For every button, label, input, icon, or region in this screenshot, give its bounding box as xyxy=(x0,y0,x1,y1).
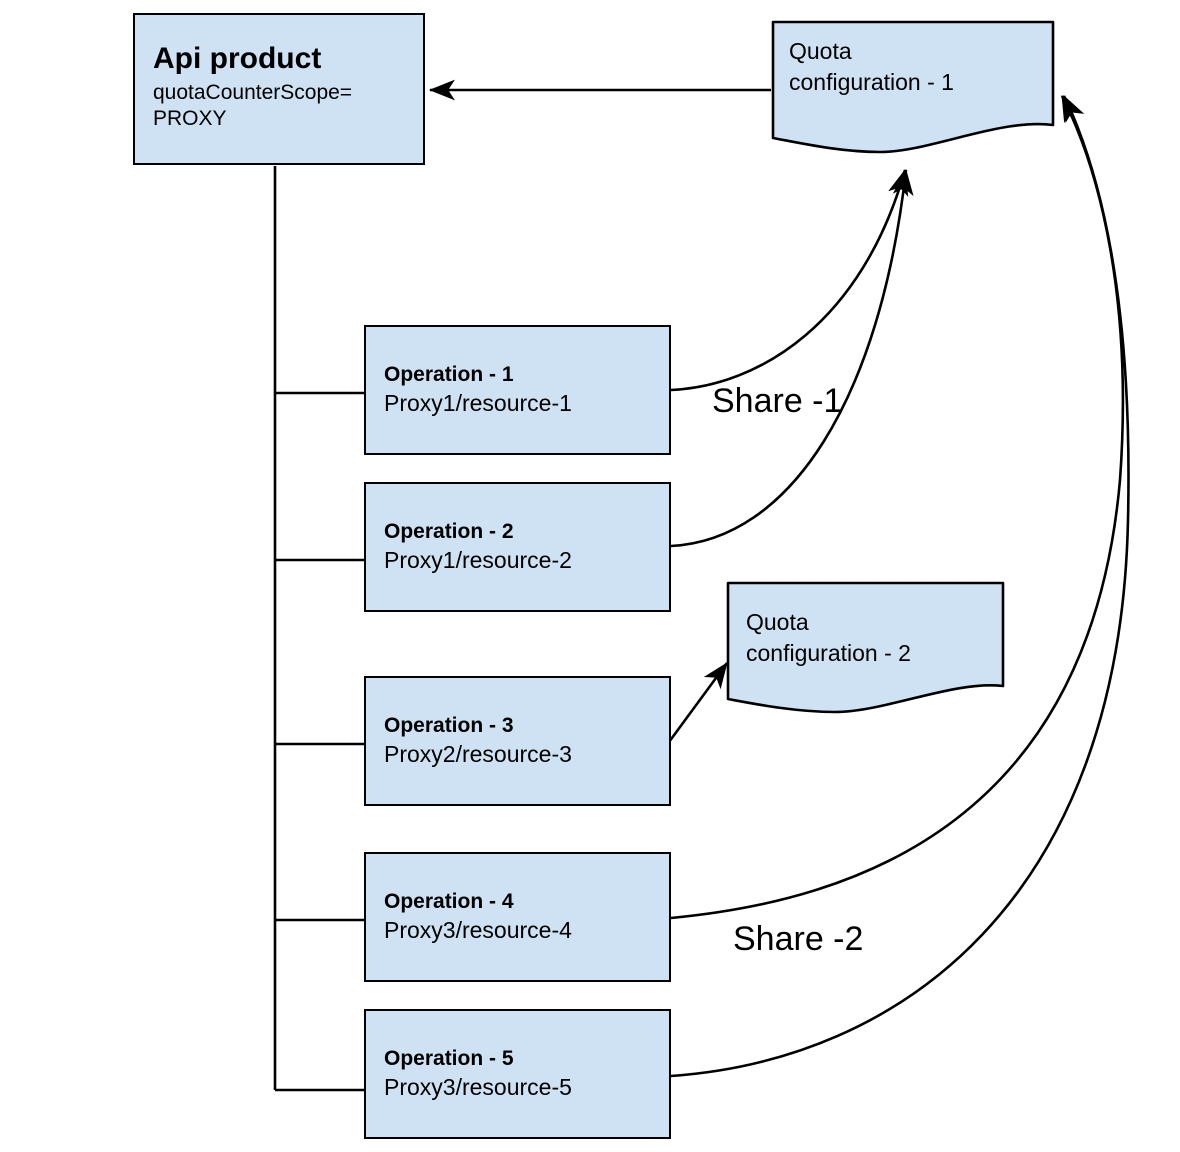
operation-5-subtitle: Proxy3/resource-5 xyxy=(384,1073,572,1100)
quota-config-2-line-2: configuration - 2 xyxy=(746,640,911,667)
operation-5-title: Operation - 5 xyxy=(384,1046,514,1070)
share-2-edge-label: Share -2 xyxy=(733,920,864,958)
edge-operation-2-to-quota1 xyxy=(670,168,914,548)
api-product-title: Api product xyxy=(153,42,322,75)
quota-config-1-line-2: configuration - 1 xyxy=(789,69,954,96)
operation-3-node[interactable]: Operation - 3 Proxy2/resource-3 xyxy=(364,676,671,806)
operation-1-node[interactable]: Operation - 1 Proxy1/resource-1 xyxy=(364,325,671,455)
quota-config-2-line-1: Quota xyxy=(746,609,809,635)
edge-operation-3-to-quota2 xyxy=(667,662,729,743)
api-product-subtitle-line-2: PROXY xyxy=(153,106,227,130)
operation-4-node[interactable]: Operation - 4 Proxy3/resource-4 xyxy=(364,852,671,982)
edge-operation-1-to-quota1 xyxy=(670,168,909,392)
operation-4-subtitle: Proxy3/resource-4 xyxy=(384,916,572,943)
operation-1-subtitle: Proxy1/resource-1 xyxy=(384,389,572,416)
share-1-edge-label: Share -1 xyxy=(712,382,843,420)
operation-1-title: Operation - 1 xyxy=(384,362,514,386)
edge-operation-4-to-quota1 xyxy=(670,95,1125,920)
operation-2-title: Operation - 2 xyxy=(384,519,514,543)
operation-3-title: Operation - 3 xyxy=(384,713,514,737)
quota-config-1-line-1: Quota xyxy=(789,38,852,64)
operation-4-title: Operation - 4 xyxy=(384,889,514,913)
operation-5-node[interactable]: Operation - 5 Proxy3/resource-5 xyxy=(364,1009,671,1139)
operation-2-node[interactable]: Operation - 2 Proxy1/resource-2 xyxy=(364,482,671,612)
api-product-subtitle-line-1: quotaCounterScope= xyxy=(153,81,353,105)
quota-config-2-node[interactable]: Quota configuration - 2 xyxy=(746,607,996,669)
quota-config-2-shape xyxy=(726,581,1005,714)
edge-operation-5-to-quota1 xyxy=(670,95,1130,1078)
operation-2-subtitle: Proxy1/resource-2 xyxy=(384,546,572,573)
quota-config-1-shape xyxy=(771,20,1055,154)
quota-config-1-node[interactable]: Quota configuration - 1 xyxy=(789,36,1039,98)
operation-3-subtitle: Proxy2/resource-3 xyxy=(384,740,572,767)
api-product-node[interactable]: Api product quotaCounterScope= PROXY xyxy=(133,13,425,165)
